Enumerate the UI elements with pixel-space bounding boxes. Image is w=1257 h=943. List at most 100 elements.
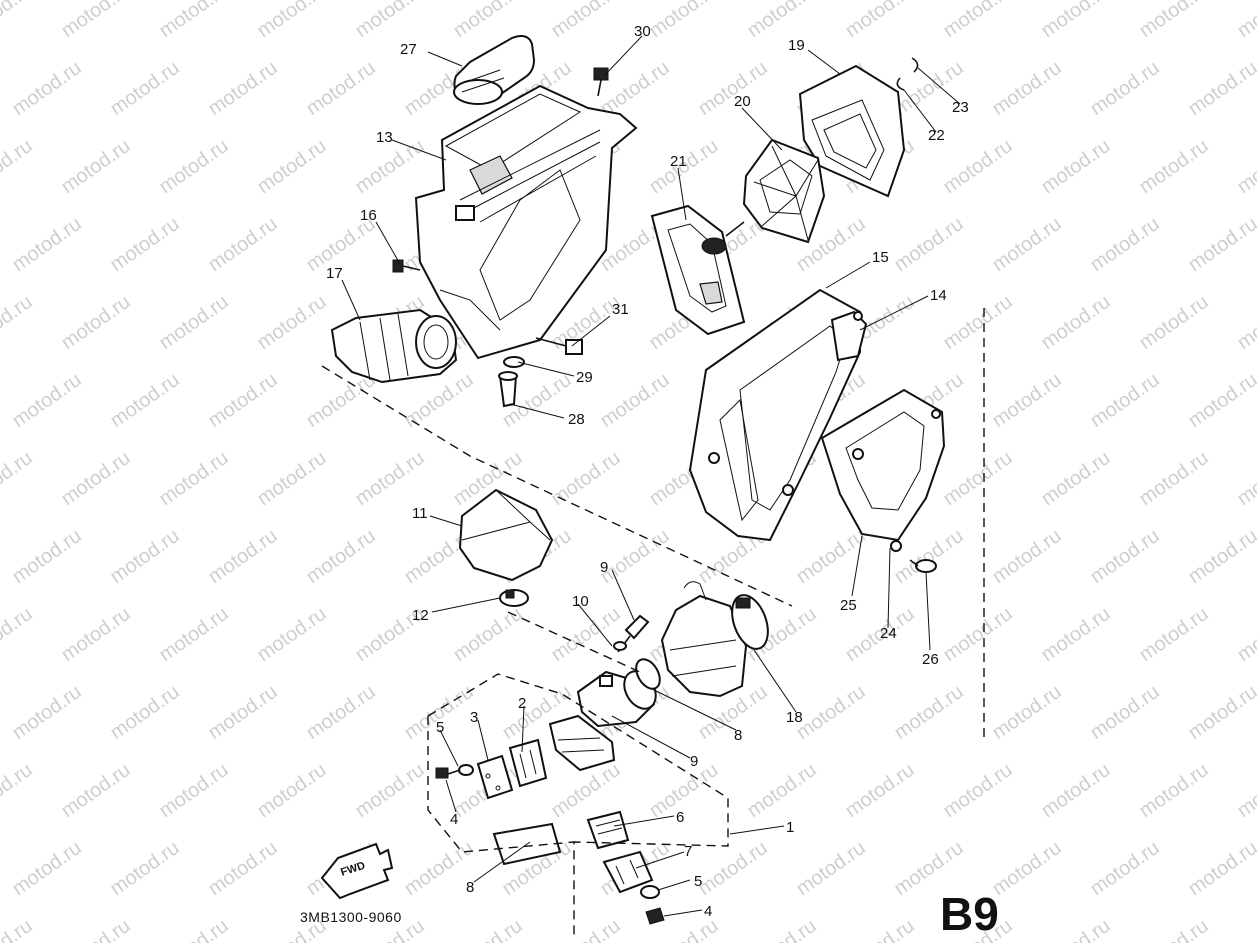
- clamp-14-illustration: [499, 589, 529, 607]
- watermark-text: motod.ru: [596, 57, 673, 120]
- watermark-text: motod.ru: [792, 525, 869, 588]
- watermark-text: motod.ru: [204, 57, 281, 120]
- watermark-text: motod.ru: [8, 681, 85, 744]
- watermark-text: motod.ru: [1135, 447, 1212, 510]
- watermark-text: motod.ru: [1037, 759, 1114, 822]
- watermark-text: motod.ru: [155, 291, 232, 354]
- watermark-text: motod.ru: [155, 915, 232, 943]
- watermark-text: motod.ru: [302, 57, 379, 120]
- screw-11-illustration: [613, 614, 650, 653]
- watermark-text: motod.ru: [106, 213, 183, 276]
- seal-illustration: [830, 310, 868, 362]
- watermark-text: motod.ru: [8, 213, 85, 276]
- part-label-25: 23: [952, 99, 969, 116]
- watermark-text: motod.ru: [988, 369, 1065, 432]
- watermark-text: motod.ru: [204, 525, 281, 588]
- watermark-text: motod.ru: [449, 603, 526, 666]
- watermark-text: motod.ru: [1037, 0, 1114, 42]
- watermark-text: motod.ru: [1135, 603, 1212, 666]
- watermark-text: motod.ru: [988, 57, 1065, 120]
- drain-tube-illustration: [498, 356, 525, 408]
- watermark-text: motod.ru: [1037, 291, 1114, 354]
- watermark-text: motod.ru: [645, 0, 722, 42]
- watermark-text: motod.ru: [253, 447, 330, 510]
- watermark-text: motod.ru: [988, 525, 1065, 588]
- part-label-18: 16: [360, 207, 377, 224]
- watermark-text: motod.ru: [0, 447, 37, 510]
- watermark-text: motod.ru: [253, 603, 330, 666]
- watermark-text: motod.ru: [253, 291, 330, 354]
- part-label-3: 3: [470, 709, 478, 726]
- part-label-28: 26: [922, 651, 939, 668]
- watermark-text: motod.ru: [841, 915, 918, 943]
- watermark-text: motod.ru: [939, 291, 1016, 354]
- watermark-text: motod.ru: [1233, 759, 1257, 822]
- watermark-text: motod.ru: [1086, 525, 1163, 588]
- part-label-8: 8: [466, 879, 474, 896]
- watermark-text: motod.ru: [547, 603, 624, 666]
- watermark-text: motod.ru: [743, 759, 820, 822]
- watermark-text: motod.ru: [1233, 291, 1257, 354]
- watermark-text: motod.ru: [155, 759, 232, 822]
- part-label-5a: 5: [436, 719, 444, 736]
- watermark-text: motod.ru: [106, 369, 183, 432]
- part-label-4a: 4: [450, 811, 458, 828]
- bolt-32-illustration: [593, 67, 609, 97]
- watermark-text: motod.ru: [351, 759, 428, 822]
- watermark-text: motod.ru: [351, 447, 428, 510]
- part-label-1: 1: [786, 819, 794, 836]
- watermark-text: motod.ru: [155, 0, 232, 42]
- page-label: B9: [940, 888, 999, 940]
- part-label-13: 11: [412, 505, 428, 522]
- side-panel-illustration: [820, 388, 946, 552]
- filter-element-illustration: [650, 204, 746, 336]
- watermark-text: motod.ru: [0, 135, 37, 198]
- watermark-text: motod.ru: [204, 213, 281, 276]
- watermark-text: motod.ru: [204, 369, 281, 432]
- watermark-text: motod.ru: [8, 369, 85, 432]
- watermark-text: motod.ru: [1037, 135, 1114, 198]
- part-label-9: 9: [690, 753, 698, 770]
- watermark-text: motod.ru: [1184, 681, 1257, 744]
- watermark-text: motod.ru: [988, 213, 1065, 276]
- diagram-code: 3MB1300-9060: [300, 909, 402, 925]
- watermark-text: motod.ru: [8, 525, 85, 588]
- watermark-text: motod.ru: [939, 759, 1016, 822]
- part-label-32: 30: [634, 23, 651, 40]
- watermark-text: motod.ru: [694, 57, 771, 120]
- watermark-text: motod.ru: [57, 915, 134, 943]
- part-label-4b: 4: [704, 903, 712, 920]
- part-label-15: 13: [376, 129, 393, 146]
- manifold-illustration: [576, 658, 661, 728]
- watermark-text: motod.ru: [1233, 135, 1257, 198]
- watermark-text: motod.ru: [449, 0, 526, 42]
- watermark-text: motod.ru: [1135, 135, 1212, 198]
- rubber-boot-illustration: [330, 308, 458, 384]
- watermark-text: motod.ru: [694, 837, 771, 900]
- watermark-text: motod.ru: [792, 837, 869, 900]
- watermark-text: motod.ru: [1184, 57, 1257, 120]
- carburetor-illustration: [660, 581, 748, 698]
- assembly-boundaries: [321, 308, 985, 936]
- watermark-text: motod.ru: [1135, 759, 1212, 822]
- watermark-text: motod.ru: [1233, 447, 1257, 510]
- filter-cage-illustration: [725, 138, 826, 244]
- part-label-21: 19: [788, 37, 805, 54]
- watermark-text: motod.ru: [302, 525, 379, 588]
- part-label-11: 9: [600, 559, 608, 576]
- clamp-20-illustration: [731, 594, 769, 650]
- watermark-text: motod.ru: [57, 759, 134, 822]
- watermark-text: motod.ru: [0, 291, 37, 354]
- watermark-text: motod.ru: [106, 837, 183, 900]
- part-label-33: 31: [612, 301, 629, 318]
- watermark-text: motod.ru: [449, 915, 526, 943]
- watermark-text: motod.ru: [106, 57, 183, 120]
- watermark-text: motod.ru: [1184, 837, 1257, 900]
- part-label-12: 10: [572, 593, 589, 610]
- watermark-text: motod.ru: [841, 0, 918, 42]
- watermark-text: motod.ru: [1233, 915, 1257, 943]
- watermark-text: motod.ru: [939, 0, 1016, 42]
- watermark-text: motod.ru: [0, 915, 37, 943]
- watermark-text: motod.ru: [939, 135, 1016, 198]
- watermark-text: motod.ru: [1086, 369, 1163, 432]
